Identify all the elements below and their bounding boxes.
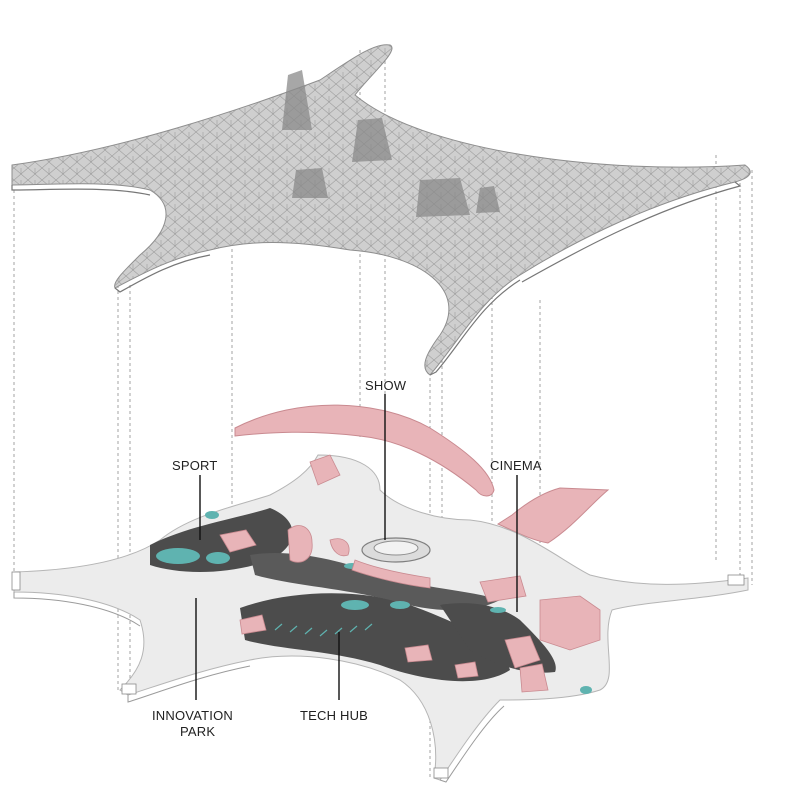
ground-plan-slab bbox=[11, 454, 749, 783]
canopy-roof bbox=[11, 44, 751, 376]
label-sport: SPORT bbox=[172, 458, 218, 473]
label-show: SHOW bbox=[365, 378, 407, 393]
label-cinema: CINEMA bbox=[490, 458, 542, 473]
label-innovation-park-line1: INNOVATION bbox=[152, 708, 233, 723]
label-innovation-park-line2: PARK bbox=[180, 724, 215, 739]
label-tech-hub: TECH HUB bbox=[300, 708, 368, 723]
leader-lines bbox=[195, 394, 518, 700]
floating-program-volumes bbox=[234, 404, 610, 544]
